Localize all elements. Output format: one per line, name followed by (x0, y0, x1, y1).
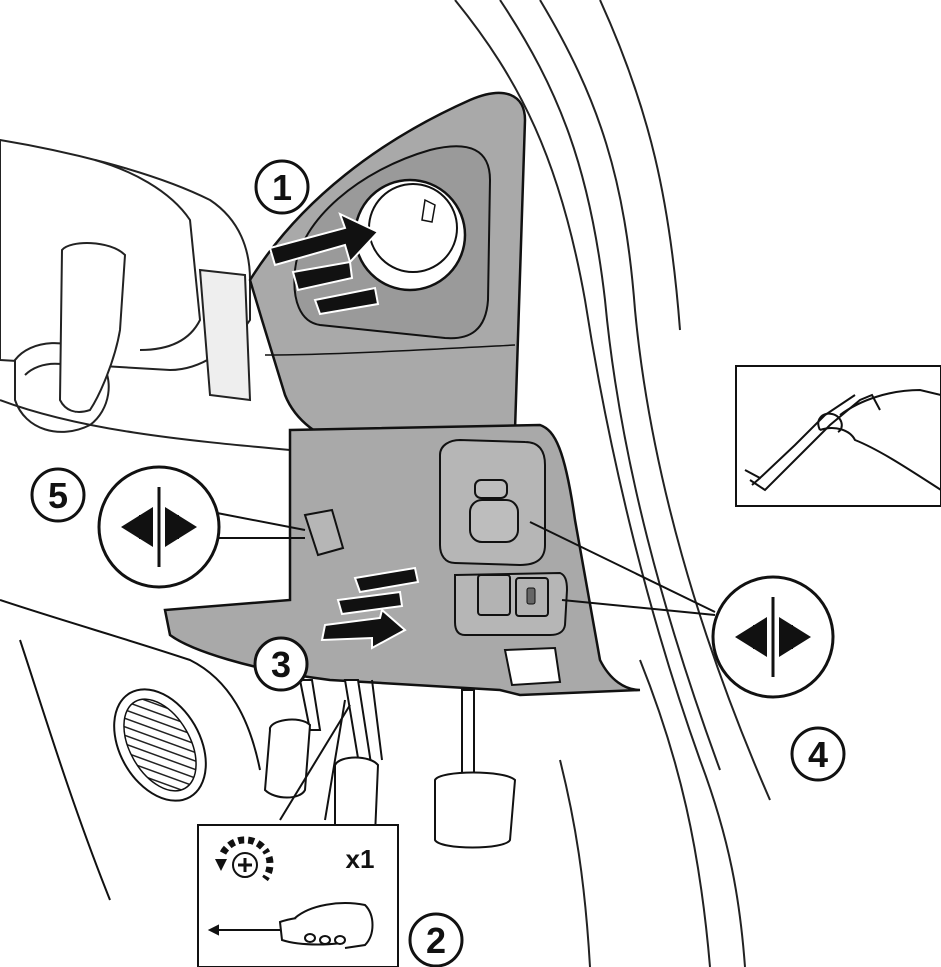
step-number: 3 (271, 644, 291, 685)
lower-trim-panel (165, 425, 640, 695)
quantity-label: x1 (346, 844, 375, 874)
tool-panel: x1 (198, 825, 398, 967)
step-callout-5: 5 (32, 469, 84, 521)
step-number: 2 (426, 920, 446, 961)
clip-release-icon (99, 467, 219, 587)
step-callout-4: 4 (792, 728, 844, 780)
step-callout-3: 3 (255, 638, 307, 690)
clip-release-icon (713, 577, 833, 697)
detail-inset (736, 366, 941, 506)
steering-column (0, 140, 290, 450)
step-number: 5 (48, 475, 68, 516)
upper-trim-panel (250, 93, 525, 450)
step-number: 1 (272, 167, 292, 208)
step-callout-2: 2 (410, 914, 462, 966)
step-number: 4 (808, 734, 828, 775)
step-callout-1: 1 (256, 161, 308, 213)
